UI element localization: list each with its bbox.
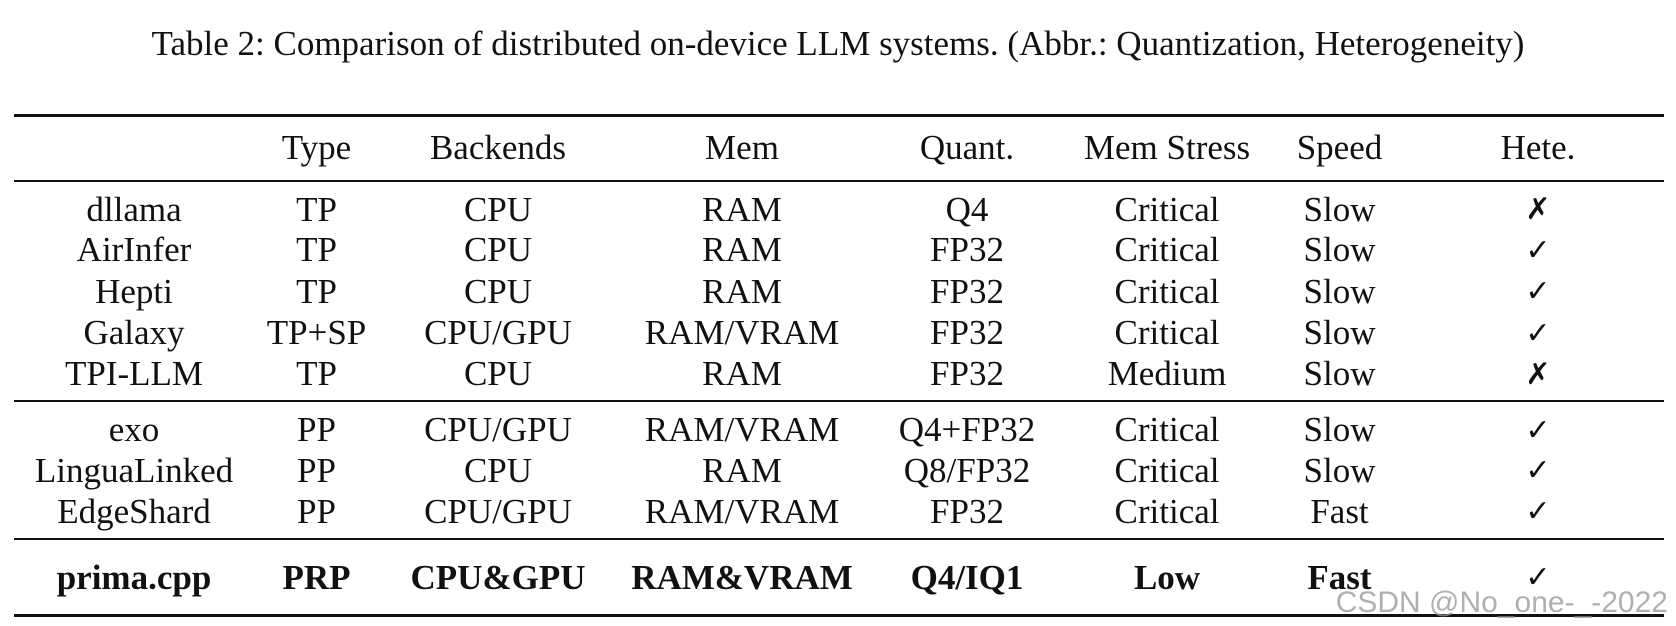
cell-hete: ✓ — [1525, 315, 1551, 351]
cell-mem-stress: Critical — [1114, 410, 1220, 449]
cell-mem-stress: Low — [1133, 557, 1201, 597]
cell-system: EdgeShard — [57, 491, 211, 531]
header-cell-speed: Speed — [1296, 128, 1383, 168]
cell-type: TP — [296, 271, 337, 311]
table-row: dllama TP CPU RAM Q4 Critical Slow ✗ — [14, 180, 1664, 230]
cell-speed: Slow — [1303, 313, 1376, 353]
cell-hete: ✓ — [1525, 232, 1551, 268]
cell-mem: RAM/VRAM — [644, 313, 840, 353]
cell-speed: Slow — [1303, 410, 1376, 449]
cell-type: PRP — [282, 557, 351, 597]
cell-type: PP — [297, 491, 336, 531]
cell-mem-stress: Critical — [1114, 450, 1220, 490]
cell-mem: RAM/VRAM — [644, 410, 840, 449]
cell-backends: CPU — [463, 230, 533, 270]
cell-hete: ✓ — [1525, 453, 1551, 489]
cell-type: TP — [296, 189, 337, 229]
cell-system: AirInfer — [76, 230, 192, 270]
cell-type: TP+SP — [266, 313, 367, 353]
cell-mem: RAM — [702, 189, 782, 229]
cell-backends: CPU/GPU — [424, 313, 572, 353]
table-caption: Table 2: Comparison of distributed on-de… — [151, 24, 1525, 63]
header-cell-mem: Mem — [705, 128, 779, 168]
cell-quant: FP32 — [930, 230, 1004, 270]
table-header-row: Type Backends Mem Quant. Mem Stress Spee… — [14, 115, 1664, 181]
table-row: prima.cpp PRP CPU&GPU RAM&VRAM Q4/IQ1 Low Fast… — [14, 538, 1664, 615]
cell-backends: CPU&GPU — [410, 557, 586, 597]
cell-backends: CPU/GPU — [424, 491, 572, 531]
header-cell-type: Type — [281, 128, 352, 168]
cell-backends: CPU/GPU — [424, 410, 572, 449]
cell-quant: Q4+FP32 — [898, 410, 1036, 449]
cell-system: dllama — [86, 189, 182, 229]
cell-hete: ✓ — [1525, 412, 1551, 448]
cell-speed: Slow — [1303, 450, 1376, 490]
cell-mem-stress: Critical — [1114, 271, 1220, 311]
cell-hete: ✗ — [1525, 192, 1551, 227]
cell-speed: Fast — [1310, 491, 1369, 531]
cell-quant: FP32 — [930, 354, 1004, 393]
cell-mem-stress: Critical — [1114, 230, 1220, 270]
table-row: Hepti TP CPU RAM FP32 Critical Slow ✓ — [14, 271, 1664, 313]
cell-system: Galaxy — [83, 313, 185, 353]
header-cell-system — [14, 116, 254, 181]
cell-hete: ✓ — [1525, 494, 1551, 529]
header-cell-quant: Quant. — [919, 128, 1015, 168]
cell-mem: RAM/VRAM — [644, 491, 840, 531]
cell-mem: RAM — [702, 354, 782, 393]
table-row: AirInfer TP CPU RAM FP32 Critical Slow ✓ — [14, 230, 1664, 272]
cell-system: exo — [108, 410, 160, 449]
comparison-table: Type Backends Mem Quant. Mem Stress Spee… — [14, 114, 1664, 617]
watermark: CSDN @No_one-_-2022 — [1335, 586, 1668, 619]
cell-mem: RAM — [702, 230, 782, 270]
header-cell-hete: Hete. — [1500, 128, 1576, 168]
cell-system: TPI-LLM — [64, 354, 204, 393]
table-row: exo PP CPU/GPU RAM/VRAM Q4+FP32 Critical Slow ✓ — [14, 401, 1664, 450]
cell-speed: Slow — [1303, 354, 1376, 393]
cell-quant: FP32 — [930, 491, 1004, 531]
cell-backends: CPU — [463, 189, 533, 229]
cell-hete: ✓ — [1525, 274, 1551, 310]
cell-speed: Slow — [1303, 230, 1376, 270]
cell-mem-stress: Critical — [1114, 189, 1220, 229]
cell-hete: ✗ — [1525, 356, 1551, 392]
cell-mem-stress: Critical — [1114, 313, 1220, 353]
cell-system: Hepti — [95, 271, 173, 311]
table-row: TPI-LLM TP CPU RAM FP32 Medium Slow ✗ — [14, 354, 1664, 401]
cell-type: TP — [296, 354, 337, 393]
cell-quant: Q8/FP32 — [903, 450, 1031, 490]
cell-mem: RAM — [702, 450, 782, 490]
table-row: LinguaLinked PP CPU RAM Q8/FP32 Critical Slow ✓ — [14, 450, 1664, 492]
cell-quant: Q4/IQ1 — [910, 557, 1024, 597]
header-cell-backends: Backends — [429, 128, 567, 168]
cell-type: TP — [296, 230, 337, 270]
header-cell-mem-stress: Mem Stress — [1083, 128, 1251, 168]
cell-mem-stress: Medium — [1107, 354, 1227, 393]
cell-backends: CPU — [463, 354, 533, 393]
cell-speed: Fast — [1307, 557, 1372, 597]
table-row: Galaxy TP+SP CPU/GPU RAM/VRAM FP32 Critical Sl… — [14, 313, 1664, 355]
cell-speed: Slow — [1303, 189, 1376, 229]
cell-quant: Q4 — [945, 189, 989, 229]
cell-type: PP — [297, 450, 336, 490]
cell-backends: CPU — [463, 450, 533, 490]
cell-mem: RAM&VRAM — [631, 557, 853, 597]
cell-system: LinguaLinked — [34, 450, 234, 490]
cell-mem: RAM — [702, 271, 782, 311]
cell-quant: FP32 — [930, 313, 1004, 353]
comparison-table-container: Type Backends Mem Quant. Mem Stress Spee… — [14, 114, 1664, 617]
cell-type: PP — [297, 410, 336, 449]
cell-mem-stress: Critical — [1114, 491, 1220, 531]
cell-hete: ✓ — [1525, 560, 1551, 595]
cell-speed: Slow — [1303, 271, 1376, 311]
cell-backends: CPU — [463, 271, 533, 311]
table-row: EdgeShard PP CPU/GPU RAM/VRAM FP32 Critical Fa… — [14, 492, 1664, 539]
cell-quant: FP32 — [930, 271, 1004, 311]
cell-system: prima.cpp — [56, 557, 212, 597]
